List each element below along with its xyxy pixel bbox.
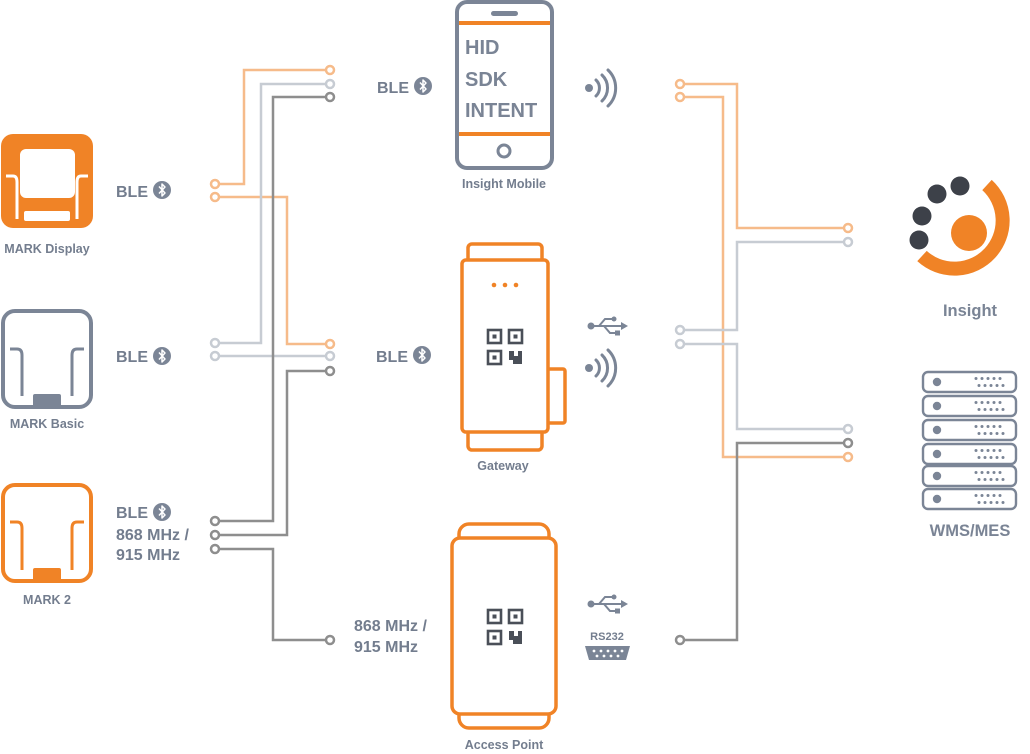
access-point-freq-line2: 915 MHz <box>354 639 418 656</box>
line-mark-display-to-mobile <box>213 68 332 186</box>
wireless-signal-icon <box>583 348 618 388</box>
line-mark2-to-gateway <box>213 369 332 537</box>
access-point-label: Access Point <box>465 738 544 752</box>
insight-label: Insight <box>943 302 998 320</box>
mark-2-icon <box>1 483 93 583</box>
line-mobile-to-wms <box>678 95 850 459</box>
server-rack-icon <box>921 370 1018 511</box>
insight-mobile-label: Insight Mobile <box>462 177 546 191</box>
mark-display-device: MARK Display <box>1 134 93 256</box>
wms-mes-label: WMS/MES <box>930 522 1011 540</box>
line-mark-display-to-gateway <box>213 195 332 346</box>
bluetooth-icon <box>412 345 432 365</box>
line-gateway-to-insight <box>678 240 850 332</box>
line-mark2-to-access-point <box>213 547 332 642</box>
mark-2-label: MARK 2 <box>23 593 71 607</box>
gateway-icon <box>460 242 567 452</box>
line-mark-basic-to-mobile <box>213 82 332 345</box>
access-point-freq-line1: 868 MHz / <box>354 618 427 635</box>
connection-lines <box>213 68 850 642</box>
access-point-device: Access Point <box>450 522 558 752</box>
rs232-label: RS232 <box>590 631 624 643</box>
usb-icon <box>586 593 629 615</box>
mobile-ble-label: BLE <box>377 80 409 97</box>
line-mark2-to-mobile <box>213 95 332 523</box>
mark-display-icon <box>1 134 93 228</box>
line-gateway-to-wms <box>678 342 850 431</box>
mark-display-label: MARK Display <box>4 242 89 256</box>
gateway-device: Gateway <box>460 242 567 473</box>
wms-mes-destination: WMS/MES <box>921 370 1018 540</box>
line-endpoints <box>209 64 854 646</box>
line-mobile-to-insight <box>678 82 850 230</box>
mark-basic-label: MARK Basic <box>10 417 84 431</box>
bluetooth-icon <box>152 502 172 522</box>
mark-basic-device: MARK Basic <box>1 309 93 431</box>
mark-2-freq-line1: 868 MHz / <box>116 527 189 544</box>
mark-2-ble-label: BLE <box>116 505 148 522</box>
bluetooth-icon <box>152 180 172 200</box>
phone-line-intent: INTENT <box>465 100 537 122</box>
wireless-signal-icon <box>583 68 618 108</box>
bluetooth-icon <box>413 76 433 96</box>
serial-port-icon <box>585 646 630 660</box>
mark-basic-icon <box>1 309 93 409</box>
mark-display-ble-label: BLE <box>116 184 148 201</box>
access-point-icon <box>450 522 558 730</box>
gateway-ble-label: BLE <box>376 349 408 366</box>
insight-destination: Insight <box>909 176 1010 320</box>
mark-2-device: MARK 2 <box>1 483 93 607</box>
phone-line-sdk: SDK <box>465 69 508 91</box>
insight-mobile-device: HID SDK INTENT Insight Mobile <box>455 0 554 191</box>
gateway-label: Gateway <box>477 459 528 473</box>
usb-icon <box>586 315 629 337</box>
bluetooth-icon <box>152 346 172 366</box>
insight-logo-icon <box>909 176 1010 276</box>
line-access-point-to-wms <box>678 441 850 642</box>
mark-basic-ble-label: BLE <box>116 349 148 366</box>
phone-line-hid: HID <box>465 37 499 59</box>
phone-icon <box>455 0 554 170</box>
mark-2-freq-line2: 915 MHz <box>116 547 180 564</box>
